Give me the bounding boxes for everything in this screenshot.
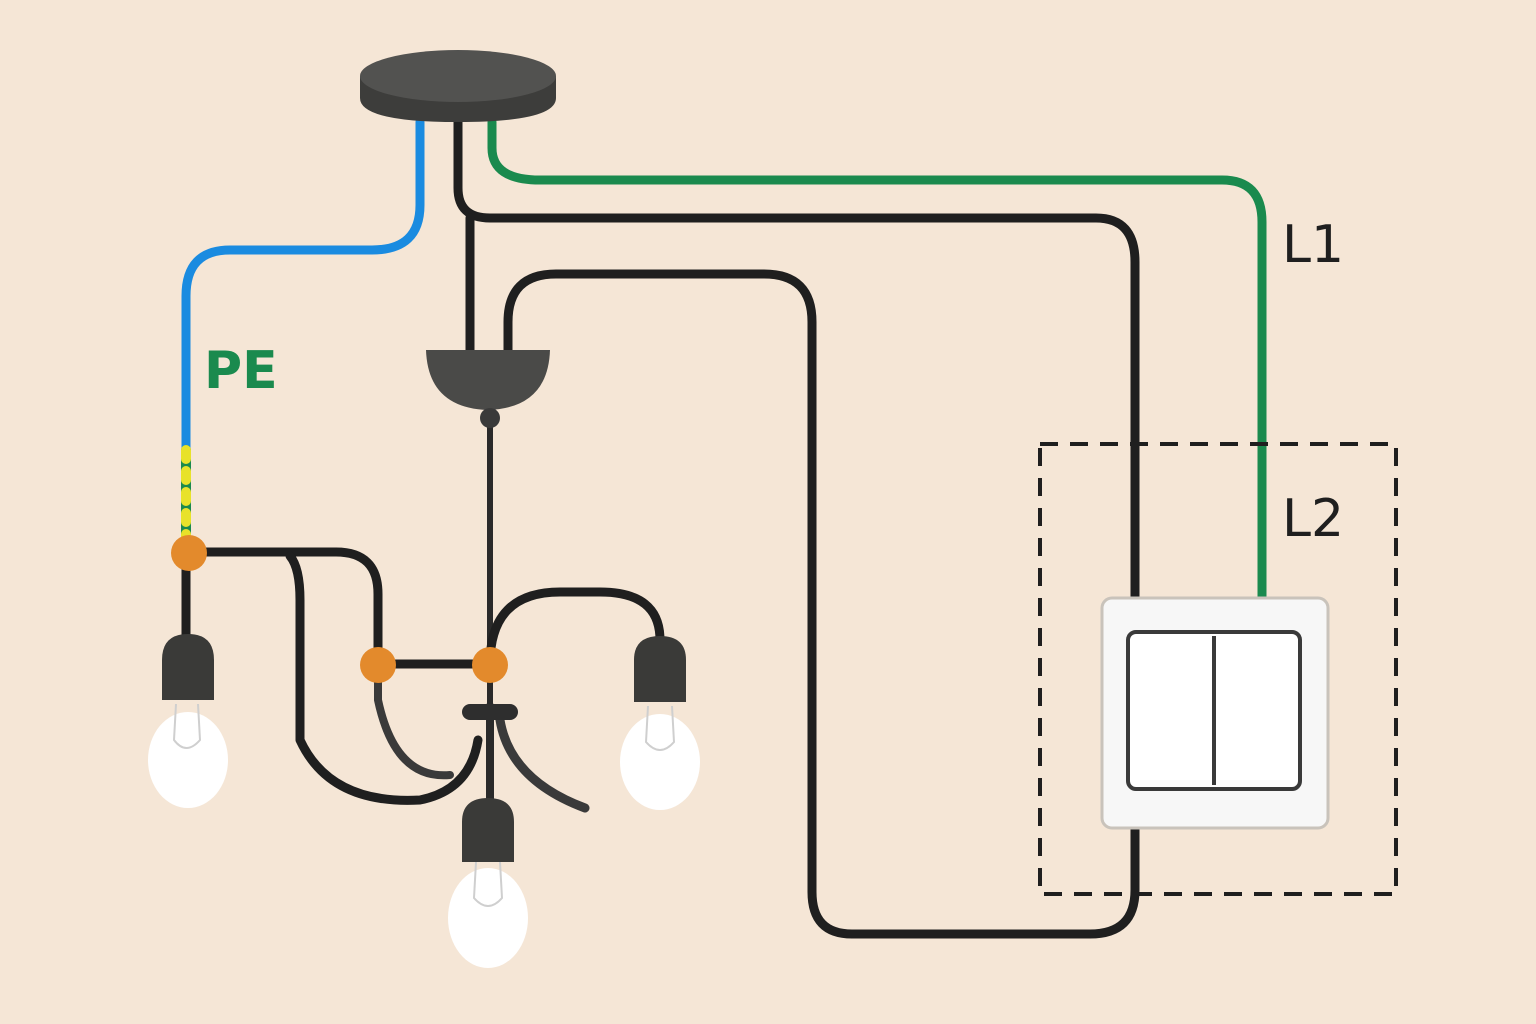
lamp-right xyxy=(620,636,700,810)
ceiling-rose-icon xyxy=(360,50,556,122)
left-loop-wire xyxy=(285,551,483,805)
double-rocker-switch-icon[interactable] xyxy=(1100,596,1330,830)
wires xyxy=(181,99,1267,939)
label-l2: L2 xyxy=(1282,489,1344,549)
neutral-wire-blue xyxy=(181,117,425,455)
light-bulb-icon xyxy=(148,712,228,808)
lamp-left xyxy=(148,634,228,808)
junctions xyxy=(171,535,508,683)
lamp-socket-icon xyxy=(162,634,214,700)
left-arm-wire xyxy=(181,547,383,669)
junction-dot-icon xyxy=(171,535,207,571)
right-arm-wire xyxy=(485,587,665,669)
chandelier-hub xyxy=(462,704,518,720)
lamp-center xyxy=(448,798,528,968)
light-bulb-icon xyxy=(620,714,700,810)
lamp-socket-icon xyxy=(634,636,686,702)
switch-box-outline xyxy=(1038,442,1398,896)
light-bulb-icon xyxy=(448,868,528,968)
label-pe: PE xyxy=(204,341,278,401)
lamp-socket-icon xyxy=(462,798,514,862)
left-inner-loop xyxy=(374,660,454,780)
switched-return-wire xyxy=(503,269,1140,939)
switch-wire-black xyxy=(453,99,1140,603)
junction-dot-icon xyxy=(360,647,396,683)
filament xyxy=(472,861,504,907)
filament xyxy=(644,705,676,751)
filament xyxy=(172,703,202,749)
chandelier-canopy-icon xyxy=(426,350,550,428)
right-hook-wire xyxy=(495,715,590,813)
line-wire-green-l1 xyxy=(487,117,1267,603)
label-l1: L1 xyxy=(1282,215,1344,275)
junction-dot-icon xyxy=(472,647,508,683)
